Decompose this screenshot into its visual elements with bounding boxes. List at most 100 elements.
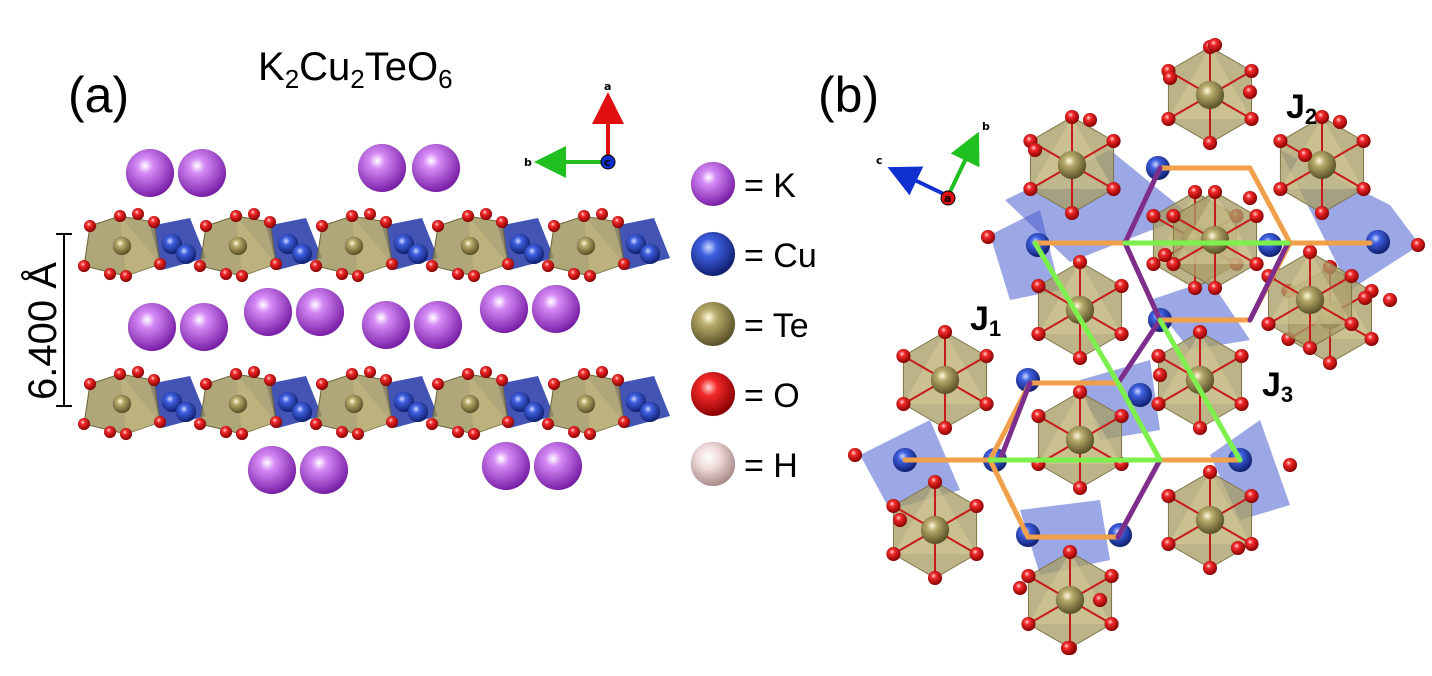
legend-label-te: = Te [744, 307, 809, 345]
o-atom [1192, 420, 1208, 436]
j1-bond [1157, 317, 1243, 463]
o-atom [1106, 133, 1121, 149]
exchange-paths [902, 165, 1373, 540]
o-atom [131, 365, 145, 379]
o-atom [1382, 292, 1398, 308]
o-atom [547, 377, 561, 391]
te-atom [1057, 150, 1087, 180]
o-atom [229, 209, 243, 223]
o-atom [363, 365, 377, 379]
o-atom [547, 219, 561, 233]
o-atom [979, 348, 994, 364]
o-atom [1106, 181, 1121, 197]
o-atom [103, 267, 117, 281]
o-atom [1064, 109, 1080, 125]
te-atom [576, 394, 596, 414]
o-atom [235, 269, 249, 283]
o-atom [1012, 580, 1028, 596]
te-atom [460, 236, 480, 256]
cu-atom [523, 243, 545, 265]
te-octahedron-face [236, 216, 276, 276]
te-atom [920, 515, 950, 545]
o-atom [1344, 268, 1359, 284]
legend: = K= Cu= Te= O= H [690, 161, 817, 487]
o-atom [1114, 408, 1129, 424]
panel-a-axis-triad: a b c [524, 80, 624, 178]
j3-bond [1115, 457, 1163, 540]
o-atom [1021, 568, 1036, 584]
o-atom [351, 427, 365, 441]
cu-atom [625, 233, 647, 255]
o-atom [495, 215, 509, 229]
cu-atom [175, 243, 197, 265]
te-atom [1295, 285, 1325, 315]
o-atom [1314, 205, 1330, 221]
o-atom [335, 425, 349, 439]
k-atom [127, 302, 177, 352]
interlayer-spacing-bracket [56, 233, 72, 407]
o-atom [1146, 256, 1161, 272]
o-atom [567, 267, 581, 281]
layer-bottom [77, 365, 670, 441]
legend-swatch-o [690, 371, 736, 417]
honeycomb-structure [847, 37, 1426, 656]
o-atom [351, 269, 365, 283]
o-atom [896, 396, 911, 412]
o-atom [193, 417, 207, 431]
legend-label-k: = K [744, 167, 796, 205]
te-atom [228, 236, 248, 256]
o-atom [583, 269, 597, 283]
k-atom [247, 445, 297, 495]
o-atom [199, 377, 213, 391]
j3-bond [1122, 240, 1163, 323]
o-atom [1151, 396, 1166, 412]
legend-label-o: = O [744, 377, 800, 415]
o-atom [1064, 205, 1080, 221]
cu-atom [639, 243, 661, 265]
o-atom [1031, 326, 1046, 342]
o-atom [1082, 112, 1098, 128]
o-atom [385, 257, 399, 271]
legend-label-cu: = Cu [744, 237, 817, 275]
coupling-label-j1: J1 [970, 300, 1001, 341]
o-atom [153, 257, 167, 271]
panel-a-title: K2Cu2TeO6 [258, 45, 453, 94]
o-atom [379, 373, 393, 387]
o-atom [1062, 544, 1078, 560]
te-atom [344, 236, 364, 256]
o-atom [1031, 278, 1046, 294]
coupling-label-j3: J3 [1262, 366, 1293, 407]
o-atom [467, 269, 481, 283]
cu-atom [291, 243, 313, 265]
potassium-atoms [125, 143, 583, 495]
o-atom [1357, 290, 1373, 306]
o-atom [927, 570, 943, 586]
cu-polyhedron [1150, 280, 1250, 350]
o-atom [1230, 540, 1246, 556]
o-atom [247, 207, 261, 221]
k-atom [295, 287, 345, 337]
axis-a-label-b: a [944, 192, 951, 205]
te-atom [344, 394, 364, 414]
o-atom [1187, 280, 1203, 296]
o-atom [1162, 70, 1178, 86]
te-atom [1200, 225, 1230, 255]
o-atom [153, 415, 167, 429]
o-atom [385, 415, 399, 429]
o-atom [1234, 348, 1249, 364]
te-atom [576, 236, 596, 256]
o-atom [1364, 331, 1379, 347]
o-atom [479, 365, 493, 379]
o-atom [617, 415, 631, 429]
o-atom [1242, 84, 1258, 100]
o-atom [431, 377, 445, 391]
axis-c-label-b: c [876, 154, 883, 167]
o-atom [1031, 408, 1046, 424]
j3-bond [1115, 317, 1163, 386]
o-atom [193, 259, 207, 273]
o-atom [199, 219, 213, 233]
j3-bond [997, 380, 1033, 463]
o-atom [886, 498, 901, 514]
interlayer-spacing-label: 6.400 Å [20, 262, 65, 400]
